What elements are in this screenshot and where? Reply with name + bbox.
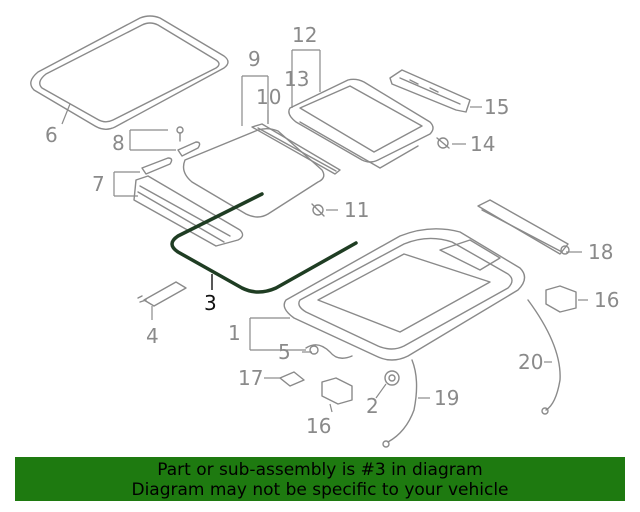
- callout-12: 12: [292, 23, 317, 47]
- callout-11: 11: [344, 198, 369, 222]
- callout-2: 2: [366, 394, 379, 418]
- callout-19: 19: [434, 386, 459, 410]
- callout-20: 20: [518, 350, 543, 374]
- callout-15: 15: [484, 95, 509, 119]
- callout-16b: 16: [306, 414, 331, 438]
- sunroof-parts-diagram: 6 8 7 9 10 12 13 15 14 11 18 16 1 5 17 2…: [30, 15, 619, 448]
- callout-3: 3: [204, 291, 217, 315]
- callout-8: 8: [112, 131, 125, 155]
- part-11-bolt: [311, 203, 325, 217]
- part-2-grommet: [384, 370, 400, 386]
- part-19-drain-hose: [382, 359, 418, 448]
- part-18-sunshade-roller: [477, 199, 570, 255]
- part-7-wind-deflector: [133, 157, 244, 247]
- callout-4: 4: [146, 324, 159, 348]
- part-20-drain-hose: [527, 299, 561, 415]
- callout-13: 13: [284, 67, 309, 91]
- callout-7: 7: [92, 172, 105, 196]
- part-3-highlighted-seal: [170, 192, 358, 294]
- callout-10: 10: [256, 85, 281, 109]
- part-15-bracket: [389, 69, 471, 113]
- banner-line-1: Part or sub-assembly is #3 in diagram: [157, 460, 483, 480]
- part-9-glass-panel: [182, 128, 325, 218]
- callout-14: 14: [470, 132, 495, 156]
- leader-lines: [61, 49, 588, 413]
- callout-5: 5: [278, 340, 291, 364]
- callout-18: 18: [588, 240, 613, 264]
- part-4-sealant-tube: [137, 281, 187, 307]
- info-banner: Part or sub-assembly is #3 in diagram Di…: [15, 457, 625, 501]
- part-16-motor-b: [321, 377, 353, 405]
- part-1-sunroof-frame: [283, 228, 526, 361]
- part-8-clip: [176, 126, 201, 157]
- part-14-bolt: [436, 137, 450, 149]
- callout-6: 6: [45, 123, 58, 147]
- callout-1: 1: [228, 321, 241, 345]
- callout-9: 9: [248, 47, 261, 71]
- part-16-motor-a: [545, 285, 577, 313]
- callout-17: 17: [238, 366, 263, 390]
- part-5-harness: [305, 344, 353, 359]
- part-17-pad: [279, 371, 305, 387]
- part-6-glass-frame: [30, 15, 229, 130]
- part-12-13-frame: [288, 78, 434, 169]
- banner-line-2: Diagram may not be specific to your vehi…: [131, 480, 509, 500]
- part-10-weatherstrip: [251, 123, 341, 175]
- callout-16a: 16: [594, 288, 619, 312]
